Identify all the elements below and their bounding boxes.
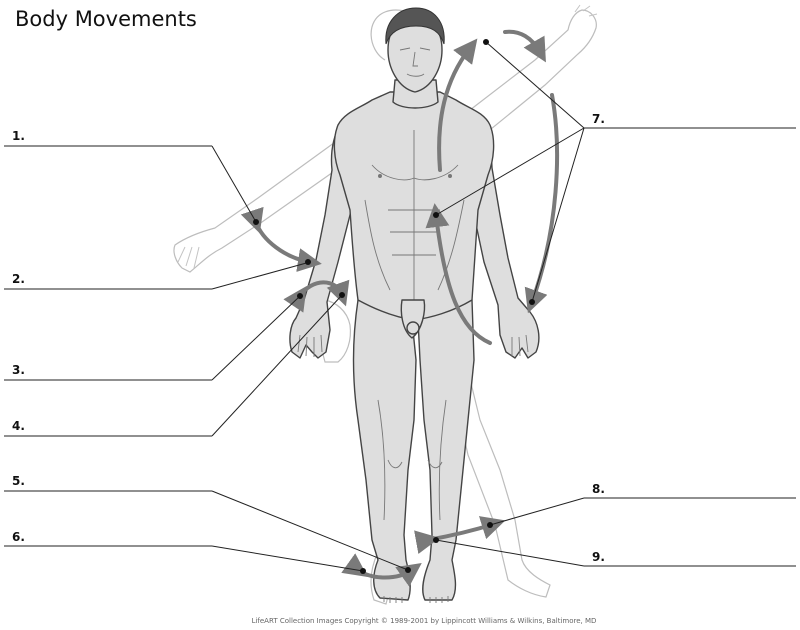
label-2: 2.	[12, 272, 25, 286]
ghost-left-arm-abducted	[173, 138, 339, 273]
label-5: 5.	[12, 474, 25, 488]
dot-7c	[529, 299, 535, 305]
label-4: 4.	[12, 419, 25, 433]
abduction-adduction-arrow	[240, 206, 322, 272]
ghost-right-leg-abducted	[447, 327, 551, 598]
toes	[383, 596, 449, 603]
dot-3	[297, 293, 303, 299]
dot-7b	[433, 212, 439, 218]
right-nipple	[448, 174, 452, 178]
label-1: 1.	[12, 129, 25, 143]
leader-line-3	[211, 295, 301, 381]
leader-line-2	[211, 261, 311, 290]
label-7: 7.	[592, 112, 605, 126]
dot-6	[360, 568, 366, 574]
label-8: 8.	[592, 482, 605, 496]
ghost-right-arm-raised	[469, 9, 597, 140]
leader-line-1	[211, 145, 257, 223]
leader-line-8	[489, 497, 585, 526]
genital-detail	[406, 321, 420, 335]
leader-lines	[4, 41, 796, 572]
dot-7a	[483, 39, 489, 45]
overhead-arrow	[503, 29, 546, 63]
label-9: 9.	[592, 550, 605, 564]
face-features	[399, 47, 431, 77]
leader-line-4	[211, 294, 343, 437]
pronation-supination-arrow	[283, 279, 350, 313]
leader-line-6	[211, 545, 364, 572]
dot-1	[253, 219, 259, 225]
dot-4	[339, 292, 345, 298]
hair	[385, 7, 445, 45]
label-3: 3.	[12, 363, 25, 377]
leader-line-9	[435, 539, 585, 567]
left-nipple	[378, 174, 382, 178]
dot-2	[305, 259, 311, 265]
number-labels: 1. 2. 3. 4. 5. 6. 7. 8. 9.	[12, 112, 605, 564]
rotation-arrow	[425, 203, 492, 345]
torso-musculature	[364, 130, 465, 300]
ghost-left-hand-fingers	[177, 246, 200, 269]
copyright-credit: LifeART Collection Images Copyright © 19…	[252, 617, 597, 625]
left-leg	[352, 299, 417, 601]
leader-line-5	[211, 490, 409, 571]
fingers	[297, 334, 529, 357]
leader-lines-7	[435, 41, 585, 303]
label-6: 6.	[12, 530, 25, 544]
right-leg	[417, 299, 475, 601]
ghost-right-hand-fingers	[574, 4, 598, 17]
leader-dots	[253, 39, 535, 574]
leg-musculature	[377, 399, 447, 521]
circumduction-arrow	[524, 93, 560, 314]
arm-raise-arrow	[437, 38, 478, 172]
dot-9	[433, 537, 439, 543]
dot-8	[487, 522, 493, 528]
diagram-title: Body Movements	[15, 7, 197, 31]
dot-5	[405, 567, 411, 573]
